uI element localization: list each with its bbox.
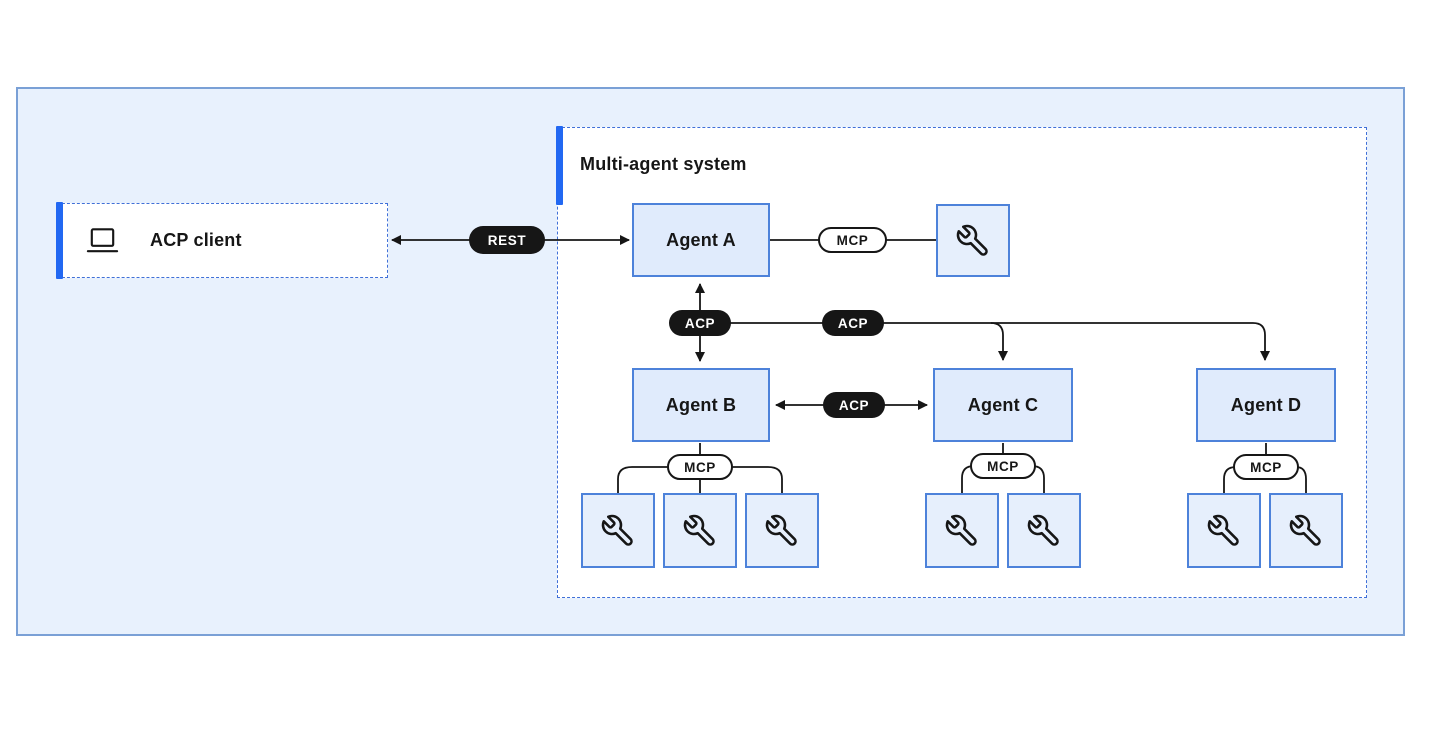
wrench-icon bbox=[682, 513, 718, 549]
wrench-icon bbox=[944, 513, 980, 549]
agent-b-tool-node bbox=[581, 493, 655, 568]
wrench-icon bbox=[600, 513, 636, 549]
agent-d-node: Agent D bbox=[1196, 368, 1336, 442]
multi-agent-system-title: Multi-agent system bbox=[580, 154, 747, 174]
agent-d-tool-node bbox=[1187, 493, 1261, 568]
agent-c-label: Agent C bbox=[967, 394, 1039, 415]
acp-client-box: ACP client bbox=[56, 202, 388, 279]
wrench-icon bbox=[1288, 513, 1324, 549]
agent-c-node: Agent C bbox=[933, 368, 1073, 442]
agent-b-label: Agent B bbox=[665, 394, 737, 415]
agent-b-tool-node bbox=[745, 493, 819, 568]
acp-pill: ACP bbox=[822, 310, 884, 336]
agent-a-node: Agent A bbox=[632, 203, 770, 277]
acp-client-label: ACP client bbox=[150, 230, 242, 250]
mcp-pill: MCP bbox=[667, 454, 733, 480]
client-accent-bar bbox=[56, 202, 63, 279]
agent-c-tool-node bbox=[925, 493, 999, 568]
wrench-icon bbox=[1206, 513, 1242, 549]
rest-pill: REST bbox=[469, 226, 545, 254]
acp-pill: ACP bbox=[823, 392, 885, 418]
laptop-icon bbox=[85, 226, 120, 256]
wrench-icon bbox=[955, 223, 991, 259]
acp-pill: ACP bbox=[669, 310, 731, 336]
agent-a-tool-node bbox=[936, 204, 1010, 277]
agent-b-node: Agent B bbox=[632, 368, 770, 442]
agent-d-label: Agent D bbox=[1230, 394, 1302, 415]
wrench-icon bbox=[764, 513, 800, 549]
agent-c-tool-node bbox=[1007, 493, 1081, 568]
wrench-icon bbox=[1026, 513, 1062, 549]
agent-a-label: Agent A bbox=[666, 229, 736, 250]
mcp-pill: MCP bbox=[1233, 454, 1299, 480]
mcp-pill: MCP bbox=[970, 453, 1036, 479]
mcp-pill: MCP bbox=[818, 227, 887, 253]
agent-b-tool-node bbox=[663, 493, 737, 568]
system-accent-bar bbox=[556, 126, 563, 205]
agent-d-tool-node bbox=[1269, 493, 1343, 568]
